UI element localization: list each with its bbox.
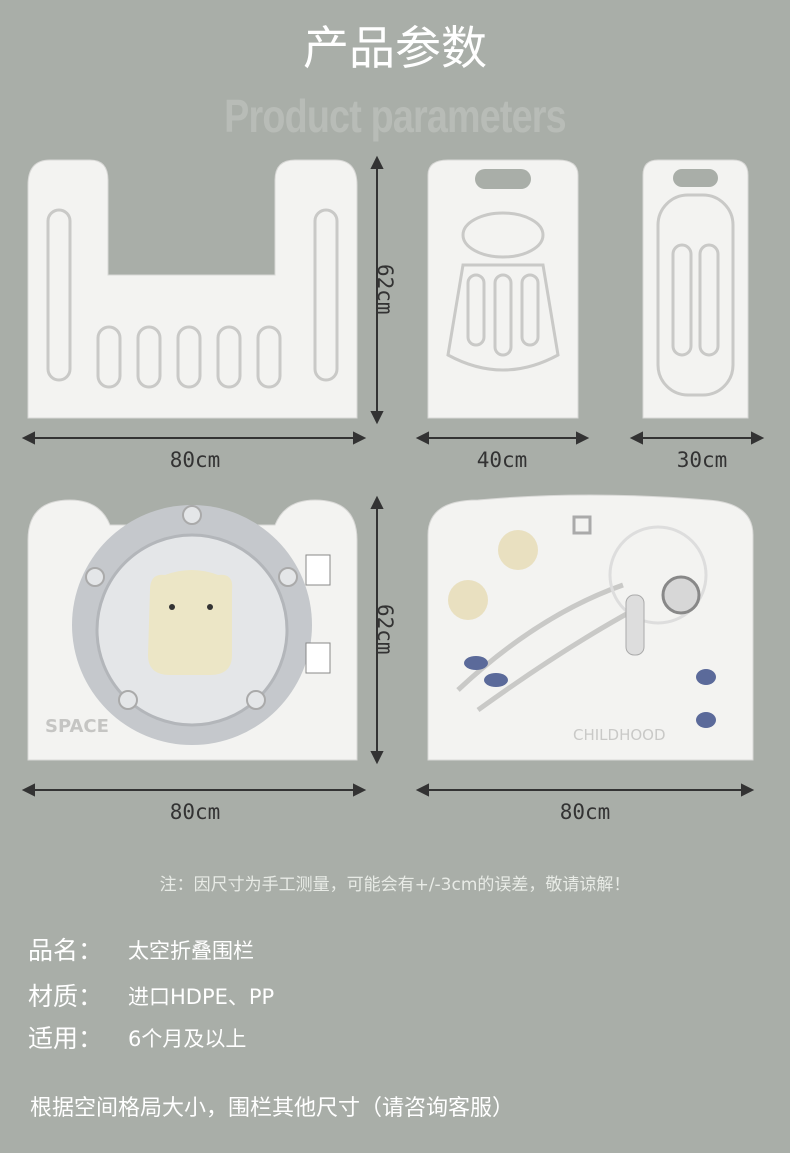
activity-panel-image: CHILDHOOD: [427, 494, 754, 761]
spec-label-age: 适用：: [28, 1024, 104, 1053]
bear-window-panel-image: SPACE: [27, 499, 358, 761]
width-label-activity: 80cm: [559, 800, 611, 824]
width-label-bear: 80cm: [169, 800, 221, 824]
measurement-note: 注：因尺寸为手工测量，可能会有+/-3cm的误差，敬请谅解！: [159, 875, 631, 895]
door-panel-image: [27, 159, 358, 419]
childhood-print-text: CHILDHOOD: [573, 726, 666, 744]
spec-label-name: 品名：: [28, 936, 104, 965]
rocket-panel-image: [427, 159, 579, 419]
footer-note: 根据空间格局大小，围栏其他尺寸（请咨询客服）: [30, 1096, 515, 1121]
spec-value-age: 6个月及以上: [128, 1027, 247, 1051]
space-print-text: SPACE: [45, 716, 109, 737]
spec-value-material: 进口HDPE、PP: [128, 985, 275, 1009]
dimension-arrows-top: [21, 155, 765, 445]
spec-value-name: 太空折叠围栏: [128, 939, 254, 963]
width-label-narrow: 30cm: [676, 448, 728, 472]
page-title: 产品参数: [303, 21, 487, 75]
header-watermark: Product parameters: [224, 90, 566, 142]
width-label-door: 80cm: [169, 448, 221, 472]
height-label-bottom: 62cm: [373, 604, 397, 655]
narrow-panel-image: [642, 159, 749, 419]
width-label-rocket: 40cm: [476, 448, 528, 472]
spec-label-material: 材质：: [28, 982, 104, 1011]
dimension-arrows-bottom: [21, 495, 755, 797]
